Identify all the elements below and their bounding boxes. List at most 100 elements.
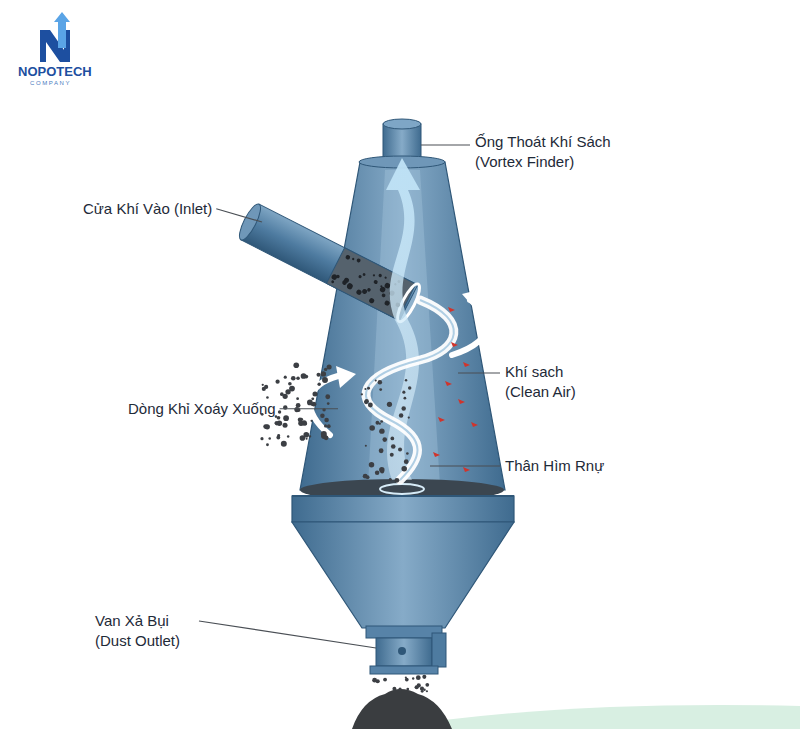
dust-particle <box>283 415 289 421</box>
leader-line <box>421 144 470 145</box>
swirl-band-edge <box>366 300 454 480</box>
cyclone-body <box>300 156 505 490</box>
callout-label: Thân Hìm Rnự <box>505 456 604 476</box>
dust-particle <box>405 379 407 381</box>
dust-particle <box>262 387 266 391</box>
illustration-part <box>376 638 432 666</box>
dust-particle <box>358 274 362 278</box>
dust-particle <box>389 478 392 481</box>
dust-particle <box>390 437 394 441</box>
dust-particle <box>346 282 353 289</box>
swirl-band <box>366 300 454 480</box>
dust-particle <box>361 288 368 295</box>
dust-particle <box>408 386 411 389</box>
dust-particle <box>364 399 368 403</box>
flow-arrows <box>310 300 488 435</box>
dust-particle <box>380 470 384 474</box>
red-arrow <box>463 467 470 472</box>
dust-particle <box>287 435 289 437</box>
dust-particle <box>311 404 313 406</box>
dust-particle <box>275 421 278 424</box>
illustration-part <box>336 366 356 388</box>
dust-particle <box>384 300 391 307</box>
dust-particle <box>383 678 387 682</box>
dust-particle <box>394 478 399 483</box>
dust-particle <box>380 420 383 423</box>
leader-lines <box>199 145 500 648</box>
dust-particle <box>281 441 287 447</box>
dust-particle <box>398 447 402 451</box>
dust-particle <box>423 688 426 691</box>
dust-particle <box>303 432 309 438</box>
dust-particle <box>426 690 428 692</box>
dust-particle <box>260 437 263 440</box>
dust-particle <box>375 379 377 381</box>
dust-particle <box>368 297 375 304</box>
dust-particle <box>373 279 378 284</box>
leader-line <box>280 408 338 409</box>
dust-particle <box>421 690 424 693</box>
red-arrow <box>433 452 440 457</box>
dust-particle <box>375 470 380 475</box>
dust-particle <box>341 279 347 285</box>
dust-particle <box>345 254 351 260</box>
dust-particle <box>398 688 401 691</box>
dust-particle <box>309 435 311 437</box>
illustration-part <box>380 484 424 494</box>
illustration-part <box>292 496 514 522</box>
dust-particle <box>327 424 331 428</box>
dust-particle <box>293 362 299 368</box>
company-logo <box>40 12 70 62</box>
dust-particle <box>405 678 409 682</box>
dust-particle <box>289 386 295 392</box>
red-arrow <box>463 362 470 367</box>
dust-particle <box>363 474 368 479</box>
illustration-part <box>432 633 446 667</box>
dust-particle <box>379 448 384 453</box>
dust-particle <box>320 414 325 419</box>
dust-particle <box>324 368 327 371</box>
dust-particle <box>336 274 340 278</box>
dust-particle <box>355 289 362 296</box>
dust-particle <box>364 400 368 404</box>
leader-line <box>430 465 500 466</box>
dust-particle <box>324 435 329 440</box>
dust-particle <box>291 376 296 381</box>
dust-particle <box>283 423 288 428</box>
dust-pile <box>352 689 452 729</box>
dust-particle <box>266 443 269 446</box>
dust-particle <box>412 677 414 679</box>
dust-particle <box>278 410 281 413</box>
logo-text: COMPANY <box>30 80 71 88</box>
dust-particle <box>268 437 271 440</box>
dust-particle <box>283 394 288 399</box>
dust-particle <box>401 406 405 410</box>
dust-particle <box>381 293 386 298</box>
dust-particle <box>277 434 280 437</box>
dust-particle <box>392 687 396 691</box>
dust-particle <box>384 276 387 279</box>
dust-particle <box>277 416 281 420</box>
dust-particle <box>324 418 329 423</box>
dust-particle <box>368 403 373 408</box>
dust-particle <box>402 391 405 394</box>
dust-particle <box>390 453 394 457</box>
dust-particle <box>321 371 326 376</box>
dust-particle <box>367 287 372 292</box>
dust-particle <box>372 678 377 683</box>
dust-particle <box>296 403 301 408</box>
dust-particle <box>296 376 300 380</box>
dust-particle <box>327 364 332 369</box>
red-arrow <box>458 399 465 404</box>
dust-particle <box>265 424 270 429</box>
red-arrow <box>445 381 452 386</box>
dust-particle <box>379 428 384 433</box>
dust-particle <box>325 394 330 399</box>
dust-particle <box>301 420 307 426</box>
dust-particle <box>391 444 396 449</box>
illustration-part <box>366 626 442 638</box>
dust-particle <box>378 380 382 384</box>
illustration-part <box>292 495 514 497</box>
dust-particle <box>288 382 292 386</box>
